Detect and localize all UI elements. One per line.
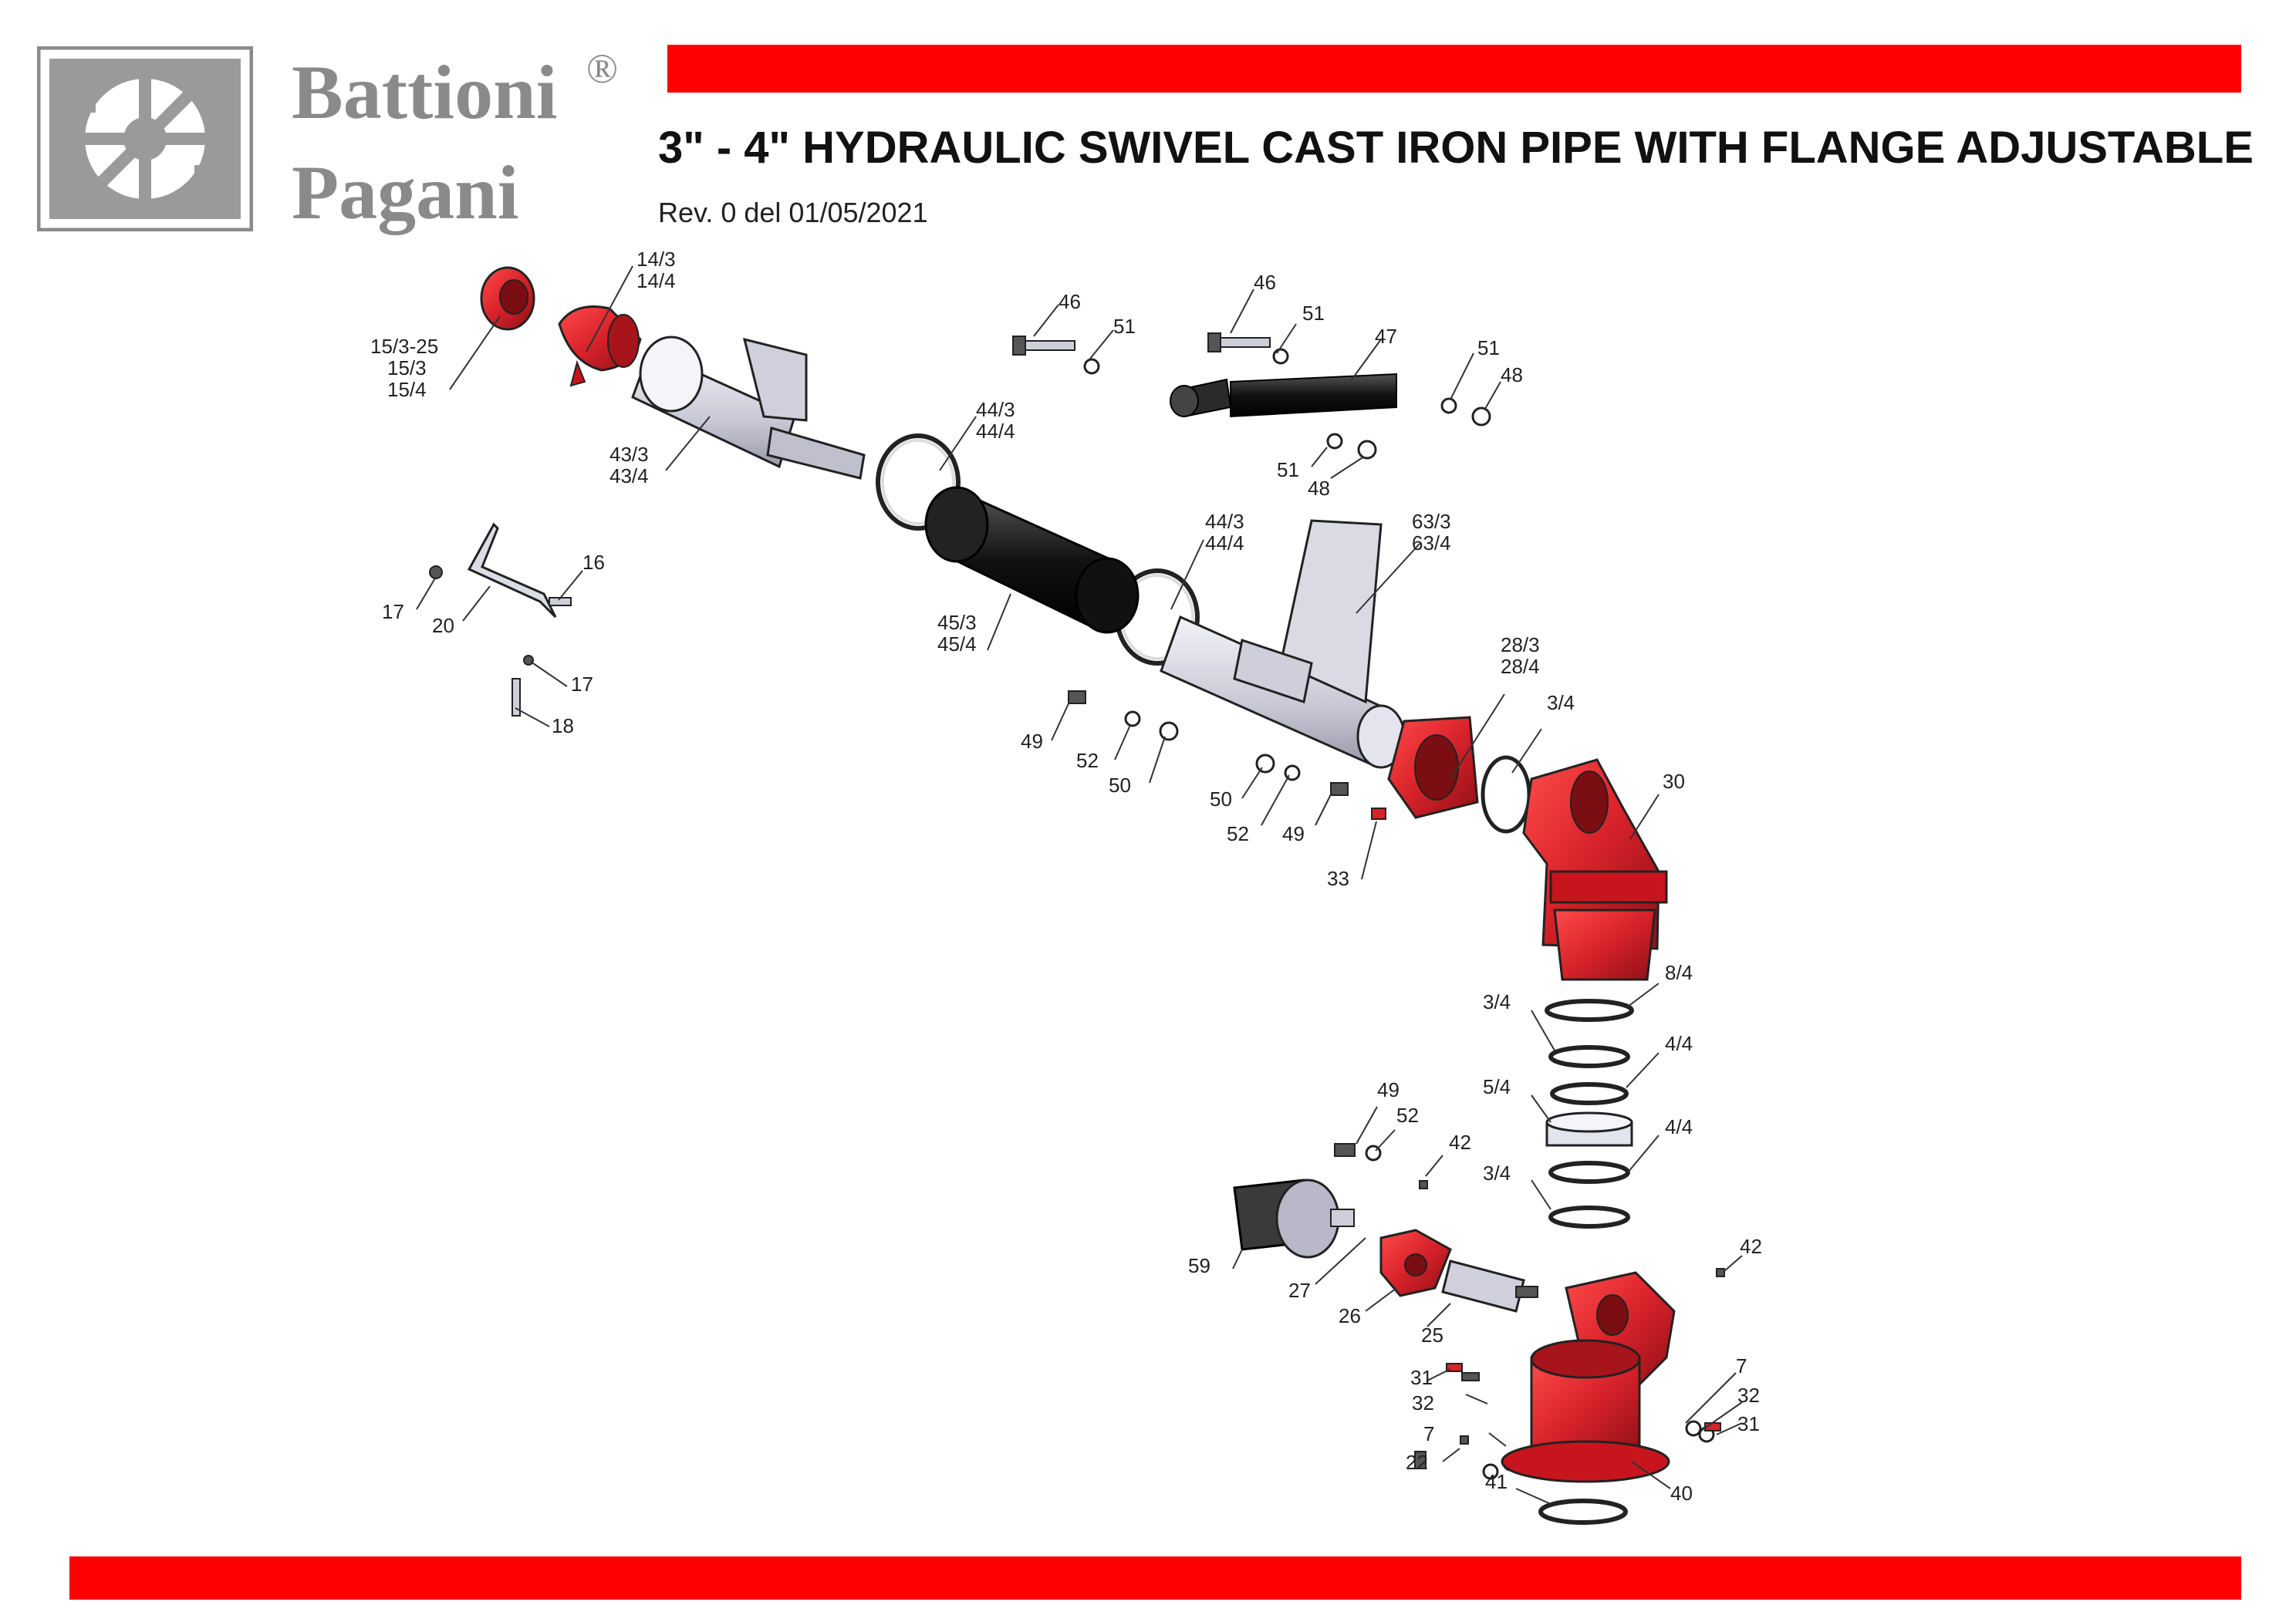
part-46-bolt-1: [1012, 336, 1075, 356]
label-42-b: 42: [1740, 1235, 1762, 1258]
label-20: 20: [432, 614, 454, 637]
label-43-3: 43/3: [609, 443, 649, 466]
label-49-b: 49: [1282, 822, 1305, 845]
part-45-hose: [924, 486, 1140, 634]
footer-red-bar: [69, 1556, 2241, 1600]
label-28-4: 28/4: [1501, 655, 1540, 678]
label-51-b: 51: [1302, 302, 1325, 325]
label-3-4-b: 3/4: [1483, 990, 1511, 1013]
label-4-4-a: 4/4: [1665, 1032, 1693, 1055]
brand-name-line2: Pagani: [292, 150, 519, 235]
label-49-c: 49: [1377, 1078, 1400, 1101]
label-27: 27: [1288, 1279, 1311, 1302]
label-46-b: 46: [1254, 271, 1276, 294]
label-14-4: 14/4: [636, 269, 676, 292]
part-28-flange: [1387, 716, 1479, 819]
header-red-bar: [667, 45, 2241, 93]
label-25: 25: [1421, 1324, 1443, 1347]
label-44-4-a: 44/4: [976, 420, 1015, 443]
label-26: 26: [1339, 1304, 1361, 1327]
label-3-4-c: 3/4: [1483, 1162, 1511, 1185]
part-33-bolt: [1371, 808, 1386, 820]
part-20-bracket: [467, 522, 557, 619]
label-32-b: 32: [1737, 1384, 1760, 1407]
label-63-4: 63/4: [1412, 531, 1451, 555]
part-5-4-collar: [1545, 1111, 1633, 1147]
label-16: 16: [582, 551, 605, 574]
label-63-3: 63/3: [1412, 510, 1451, 533]
label-28-3: 28/3: [1501, 633, 1540, 656]
label-31-b: 31: [1737, 1412, 1760, 1435]
label-17-a: 17: [382, 600, 404, 623]
part-labels: 15/3-25 15/3 15/4 14/3 14/4 43/3 43/4 46…: [370, 248, 1762, 1505]
label-44-4-b: 44/4: [1205, 531, 1244, 555]
part-26-flange: [1379, 1229, 1452, 1297]
label-49-a: 49: [1021, 730, 1043, 753]
label-52-c: 52: [1396, 1104, 1419, 1127]
label-7-a: 7: [1423, 1422, 1434, 1445]
label-59: 59: [1188, 1254, 1210, 1277]
label-15-4: 15/4: [387, 378, 427, 401]
label-44-3-b: 44/3: [1205, 510, 1244, 533]
part-40-base: [1501, 1271, 1676, 1483]
battioni-pagani-logo: [37, 46, 253, 231]
page-title: 3" - 4" HYDRAULIC SWIVEL CAST IRON PIPE …: [658, 123, 2254, 173]
label-31-a: 31: [1410, 1366, 1433, 1389]
small-bolts: [1068, 690, 1725, 1469]
label-3-4-a: 3/4: [1547, 691, 1575, 714]
part-43-tube: [631, 336, 866, 480]
part-14-cap: [558, 305, 642, 387]
label-40: 40: [1670, 1482, 1693, 1505]
label-45-4: 45/4: [937, 632, 977, 656]
label-50-a: 50: [1109, 774, 1131, 797]
label-45-3: 45/3: [937, 611, 977, 634]
label-7-b: 7: [1736, 1354, 1747, 1378]
label-14-3: 14/3: [636, 248, 676, 271]
part-3-4-oring-1: [1481, 755, 1531, 834]
label-48-a: 48: [1501, 363, 1523, 386]
label-33: 33: [1327, 867, 1349, 890]
revision-text: Rev. 0 del 01/05/2021: [658, 197, 928, 228]
label-52-b: 52: [1227, 822, 1249, 845]
label-5-4: 5/4: [1483, 1075, 1511, 1098]
registered-mark: ®: [586, 46, 619, 92]
label-15-3: 15/3: [387, 356, 427, 379]
part-47-cylinder: [1170, 373, 1397, 418]
label-42-a: 42: [1449, 1131, 1471, 1154]
label-8-4: 8/4: [1665, 961, 1693, 984]
part-46-bolt-2: [1207, 332, 1271, 352]
label-18: 18: [552, 714, 574, 737]
part-ring-stack: [1545, 999, 1634, 1229]
label-32-a: 32: [1412, 1391, 1434, 1415]
label-44-3-a: 44/3: [976, 398, 1015, 421]
part-44-clamp-1: [876, 433, 961, 531]
part-18-pin: [512, 678, 521, 717]
label-4-4-b: 4/4: [1665, 1115, 1693, 1138]
leader-lines: [416, 265, 1743, 1505]
label-43-4: 43/4: [609, 464, 649, 487]
label-51-c: 51: [1477, 336, 1500, 359]
brand-name-line1: Battioni: [292, 49, 558, 135]
label-17-b: 17: [571, 673, 593, 696]
label-48-b: 48: [1308, 477, 1330, 500]
part-30-elbow: [1522, 758, 1668, 981]
label-47: 47: [1375, 325, 1397, 348]
part-59-hydraulic-motor: [1233, 1179, 1355, 1259]
label-51-a: 51: [1113, 315, 1136, 338]
label-50-b: 50: [1210, 787, 1232, 811]
part-25-spring-shaft: [1441, 1259, 1538, 1313]
part-63-tube: [1160, 519, 1406, 769]
label-52-a: 52: [1076, 749, 1099, 772]
label-46-a: 46: [1059, 290, 1081, 313]
part-15-nut: [480, 266, 535, 331]
label-30: 30: [1663, 770, 1685, 793]
label-51-d: 51: [1277, 458, 1299, 481]
label-15-3-25: 15/3-25: [370, 335, 438, 358]
part-41-oring: [1538, 1499, 1628, 1525]
label-41: 41: [1485, 1470, 1508, 1493]
label-22: 22: [1406, 1451, 1428, 1474]
